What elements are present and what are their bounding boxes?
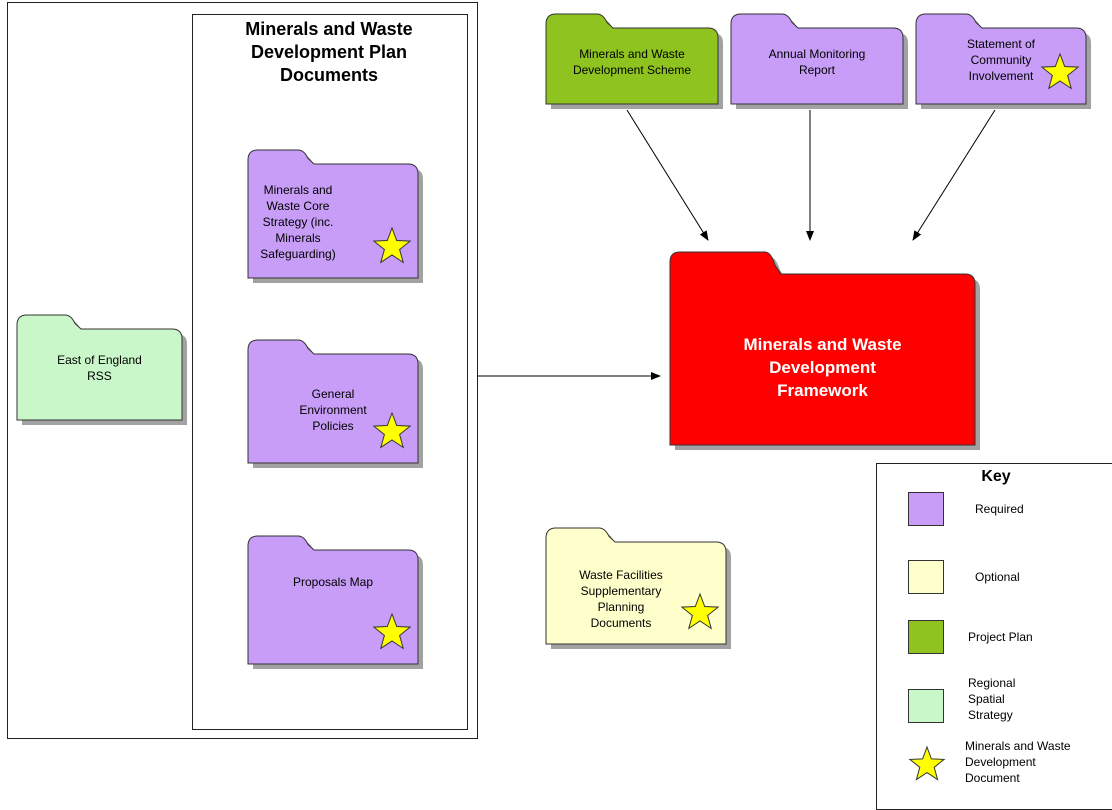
key-project-plan-label: Project Plan bbox=[968, 630, 1033, 644]
folder-icon bbox=[247, 535, 423, 669]
folder-icon bbox=[247, 339, 423, 468]
folder-body bbox=[545, 527, 727, 645]
folder-body bbox=[16, 314, 183, 421]
key-title: Key bbox=[981, 468, 1011, 485]
star-icon bbox=[908, 745, 946, 781]
star-icon bbox=[372, 411, 412, 449]
framework-label: Minerals and Waste Development Framework bbox=[743, 334, 902, 400]
key-regional-label: Regional Spatial Strategy bbox=[968, 676, 1016, 722]
folder-body bbox=[669, 251, 976, 446]
folder-body bbox=[730, 13, 904, 105]
folder-body bbox=[545, 13, 719, 105]
community-folder: Statement of Community Involvement bbox=[915, 13, 1091, 109]
east-england-folder: East of England RSS bbox=[16, 314, 187, 425]
dev-scheme-label: Minerals and Waste Development Scheme bbox=[572, 47, 692, 77]
core-strategy-label: Minerals and Waste Core Strategy (inc. M… bbox=[260, 183, 336, 261]
folder-icon bbox=[545, 13, 723, 109]
key-optional-label: Optional bbox=[975, 570, 1020, 584]
key-regional-swatch bbox=[908, 689, 944, 723]
general-env-folder: General Environment Policies bbox=[247, 339, 423, 468]
proposals-map-folder: Proposals Map bbox=[247, 535, 423, 669]
folder-icon bbox=[669, 251, 980, 450]
key-required-swatch bbox=[908, 492, 944, 526]
folder-body bbox=[247, 535, 419, 665]
folder-body bbox=[247, 339, 419, 464]
folder-icon bbox=[16, 314, 187, 425]
star-icon bbox=[680, 592, 720, 630]
folder-body bbox=[247, 149, 419, 279]
arrow-community-to-framework bbox=[912, 109, 996, 241]
folder-icon bbox=[730, 13, 908, 109]
community-label: Statement of Community Involvement bbox=[966, 37, 1036, 83]
east-england-label: East of England RSS bbox=[57, 353, 142, 383]
dpd-panel-title: Minerals and Waste Development Plan Docu… bbox=[245, 19, 413, 85]
key-mwdd-label: Minerals and Waste Development Document bbox=[965, 739, 1071, 785]
waste-spd-folder: Waste Facilities Supplementary Planning … bbox=[545, 527, 731, 649]
key-project-plan-swatch bbox=[908, 620, 944, 654]
folder-icon bbox=[915, 13, 1091, 109]
key-optional-swatch bbox=[908, 560, 944, 594]
star-icon bbox=[372, 612, 412, 650]
star-shape bbox=[908, 745, 946, 781]
framework-folder: Minerals and Waste Development Framework bbox=[669, 251, 980, 450]
annual-report-folder: Annual Monitoring Report bbox=[730, 13, 908, 109]
folder-icon bbox=[545, 527, 731, 649]
star-icon bbox=[1040, 52, 1080, 90]
annual-report-label: Annual Monitoring Report bbox=[768, 47, 866, 77]
dev-scheme-folder: Minerals and Waste Development Scheme bbox=[545, 13, 723, 109]
waste-spd-label: Waste Facilities Supplementary Planning … bbox=[579, 568, 663, 630]
folder-icon bbox=[247, 149, 423, 283]
general-env-label: General Environment Policies bbox=[299, 387, 367, 433]
core-strategy-folder: Minerals and Waste Core Strategy (inc. M… bbox=[247, 149, 423, 283]
star-icon bbox=[372, 226, 412, 264]
arrow-scheme-to-framework bbox=[626, 109, 709, 241]
key-required-label: Required bbox=[975, 502, 1024, 516]
folder-body bbox=[915, 13, 1087, 105]
proposals-map-label: Proposals Map bbox=[292, 575, 374, 589]
